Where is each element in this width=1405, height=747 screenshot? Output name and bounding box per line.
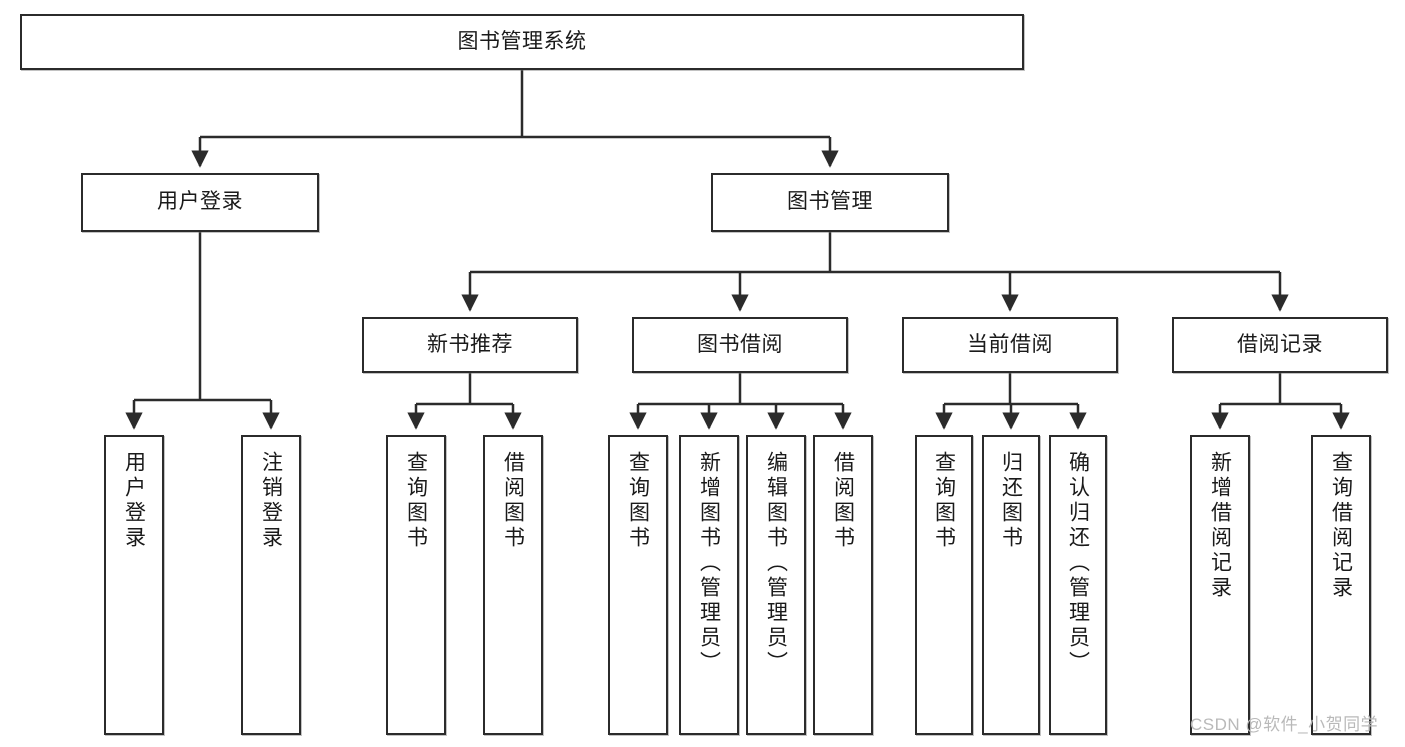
- leaf-borrow-book[interactable]: 借阅图书: [813, 435, 873, 735]
- leaf-query-book-recommendation[interactable]: 查询图书: [386, 435, 446, 735]
- leaf-query-book-recommendation-label: 查询图书: [404, 451, 428, 551]
- node-current-borrow-label: 当前借阅: [967, 332, 1053, 356]
- leaf-borrow-book-label: 借阅图书: [831, 451, 855, 551]
- node-borrow-record[interactable]: 借阅记录: [1172, 317, 1388, 373]
- leaf-query-book-borrow-label: 查询图书: [626, 451, 650, 551]
- leaf-query-book-borrow[interactable]: 查询图书: [608, 435, 668, 735]
- leaf-user-logout-label: 注销登录: [259, 451, 283, 551]
- leaf-edit-book-admin-label: 编辑图书（管理员）: [764, 451, 788, 676]
- leaf-borrow-book-recommendation[interactable]: 借阅图书: [483, 435, 543, 735]
- leaf-confirm-return-admin[interactable]: 确认归还（管理员）: [1049, 435, 1107, 735]
- node-current-borrow[interactable]: 当前借阅: [902, 317, 1118, 373]
- leaf-query-borrow-record[interactable]: 查询借阅记录: [1311, 435, 1371, 735]
- leaf-borrow-book-recommendation-label: 借阅图书: [501, 451, 525, 551]
- leaf-user-login-label: 用户登录: [122, 451, 146, 551]
- leaf-user-login[interactable]: 用户登录: [104, 435, 164, 735]
- leaf-add-book-admin[interactable]: 新增图书（管理员）: [679, 435, 739, 735]
- leaf-query-book-current[interactable]: 查询图书: [915, 435, 973, 735]
- leaf-return-book[interactable]: 归还图书: [982, 435, 1040, 735]
- node-book-borrow-label: 图书借阅: [697, 332, 783, 356]
- leaf-query-book-current-label: 查询图书: [932, 451, 956, 551]
- node-root[interactable]: 图书管理系统: [20, 14, 1024, 70]
- leaf-add-borrow-record-label: 新增借阅记录: [1208, 451, 1232, 601]
- leaf-add-borrow-record[interactable]: 新增借阅记录: [1190, 435, 1250, 735]
- node-new-book-recommendation[interactable]: 新书推荐: [362, 317, 578, 373]
- leaf-query-borrow-record-label: 查询借阅记录: [1329, 451, 1353, 601]
- node-book-management[interactable]: 图书管理: [711, 173, 949, 232]
- node-borrow-record-label: 借阅记录: [1237, 332, 1323, 356]
- node-book-management-label: 图书管理: [787, 190, 873, 214]
- node-new-book-recommendation-label: 新书推荐: [427, 332, 513, 356]
- node-user-login-label: 用户登录: [157, 190, 243, 214]
- leaf-return-book-label: 归还图书: [999, 451, 1023, 551]
- leaf-edit-book-admin[interactable]: 编辑图书（管理员）: [746, 435, 806, 735]
- node-book-borrow[interactable]: 图书借阅: [632, 317, 848, 373]
- leaf-confirm-return-admin-label: 确认归还（管理员）: [1066, 451, 1090, 676]
- csdn-watermark: CSDN @软件_小贺同学: [1190, 715, 1379, 734]
- leaf-user-logout[interactable]: 注销登录: [241, 435, 301, 735]
- node-root-label: 图书管理系统: [457, 29, 587, 53]
- leaf-add-book-admin-label: 新增图书（管理员）: [697, 451, 721, 676]
- node-user-login[interactable]: 用户登录: [81, 173, 319, 232]
